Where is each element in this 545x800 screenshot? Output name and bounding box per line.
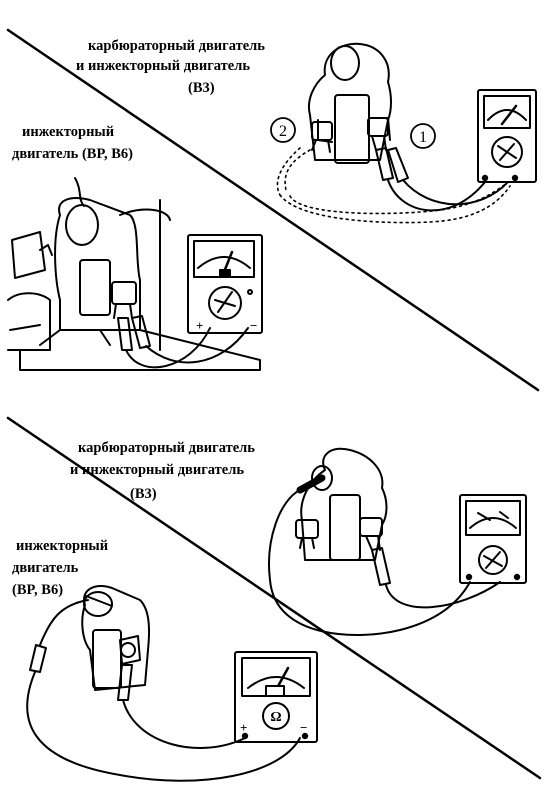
ohm-symbol: Ω [270, 710, 281, 725]
top-dotted-wires [276, 147, 511, 224]
top-engine-bp-b6 [7, 177, 261, 371]
bottom-label-carb-line2: и инжекторный двигатель [70, 462, 245, 478]
bottom-coil-bp-b6 [81, 585, 150, 691]
top-probe-2 [387, 147, 409, 183]
bottom-label-carb-line1: карбюраторный двигатель [78, 440, 255, 456]
top-label-carb-line2: и инжекторный двигатель [76, 58, 251, 74]
bottom-coil-b3 [296, 447, 388, 561]
bottom-meter-b3 [459, 494, 527, 584]
bottom-meter-minus: − [300, 720, 307, 735]
bottom-meter-ohm [234, 651, 318, 743]
top-meter-b3 [477, 89, 537, 183]
bottom-meter-plus: + [240, 720, 247, 735]
bottom-wires-bp-b6 [26, 599, 301, 782]
marker-1-label: 1 [419, 129, 427, 146]
top-coil-bp-b6 [79, 259, 137, 319]
bottom-label-inj-line3: (BP, B6) [12, 582, 64, 598]
top-meter-bp-b6 [187, 234, 263, 334]
top-coil-b3 [308, 42, 392, 164]
marker-2-label: 2 [279, 123, 287, 140]
top-meter-minus: − [250, 318, 257, 333]
marker-1-circle [410, 123, 436, 149]
top-wire-negative [402, 179, 509, 206]
top-panel-divider [6, 28, 540, 392]
bottom-label-inj-line1: инжекторный [16, 538, 109, 554]
marker-2-circle [270, 117, 296, 143]
top-label-inj-line2: двигатель (BP, B6) [12, 146, 133, 162]
bottom-label-carb-line3: (B3) [130, 486, 157, 502]
bottom-coil-connector-left [295, 519, 319, 549]
top-label-carb-line1: карбюраторный двигатель [88, 38, 265, 54]
top-label-inj-line1: инжекторный [22, 124, 115, 140]
top-coil-connector-2 [311, 121, 333, 153]
top-probe-1 [375, 147, 486, 212]
bottom-wires-b3 [268, 489, 501, 636]
bottom-coil-connector-right [359, 517, 383, 551]
top-meter-plus: + [196, 318, 203, 333]
top-label-carb-line3: (B3) [188, 80, 215, 96]
top-probes-bp-b6 [117, 315, 249, 369]
bottom-label-inj-line2: двигатель [12, 560, 79, 576]
